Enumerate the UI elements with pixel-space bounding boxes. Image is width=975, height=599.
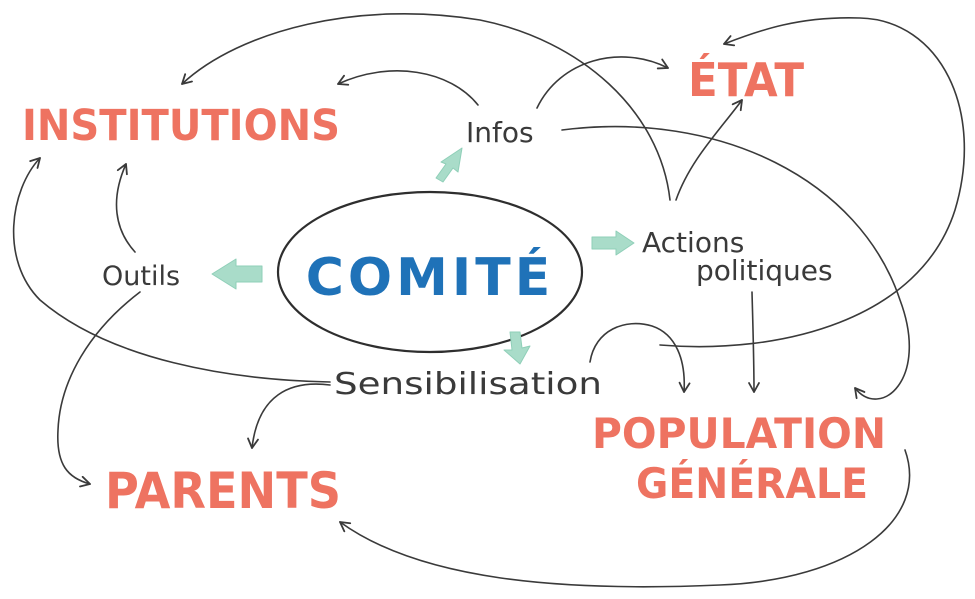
arrow-sensibilisation-to-parents bbox=[247, 383, 331, 449]
target-population-line1: POPULATION bbox=[592, 409, 886, 458]
target-parents: PARENTS bbox=[105, 462, 341, 520]
arrow-infos-to-etat bbox=[536, 56, 669, 109]
channel-actions-line2: politiques bbox=[696, 254, 833, 287]
channel-infos: Infos bbox=[466, 116, 534, 149]
green-arrow-to-infos bbox=[435, 147, 463, 183]
green-arrow-to-sensibilisation bbox=[503, 331, 531, 365]
arrow-outils-to-institutions bbox=[115, 163, 136, 253]
green-arrow-to-outils bbox=[211, 258, 263, 290]
target-etat: ÉTAT bbox=[688, 53, 805, 107]
arrow-outils-to-parents bbox=[57, 291, 141, 488]
channel-actions-line1: Actions bbox=[642, 226, 744, 259]
arrow-actions-to-institutions bbox=[181, 12, 671, 201]
green-arrow-to-actions bbox=[591, 230, 635, 256]
channel-sensibilisation: Sensibilisation bbox=[334, 367, 602, 402]
comite-label: COMITÉ bbox=[306, 247, 554, 308]
arrow-loop-to-etat bbox=[659, 17, 966, 348]
target-institutions: INSTITUTIONS bbox=[22, 101, 340, 151]
arrow-actions-to-population bbox=[748, 291, 760, 393]
arrow-actions-to-etat bbox=[675, 99, 743, 201]
comite-ellipse bbox=[276, 190, 584, 354]
arrow-infos-to-population bbox=[561, 125, 911, 400]
arrow-sensibilisation-to-institutions bbox=[12, 157, 331, 383]
target-population-line2: GÉNÉRALE bbox=[636, 458, 868, 508]
channel-outils: Outils bbox=[102, 261, 180, 292]
arrow-bottom-loop-to-parents bbox=[339, 449, 911, 588]
arrow-sensibilisation-to-population bbox=[589, 322, 691, 393]
arrow-infos-to-institutions bbox=[337, 70, 479, 106]
